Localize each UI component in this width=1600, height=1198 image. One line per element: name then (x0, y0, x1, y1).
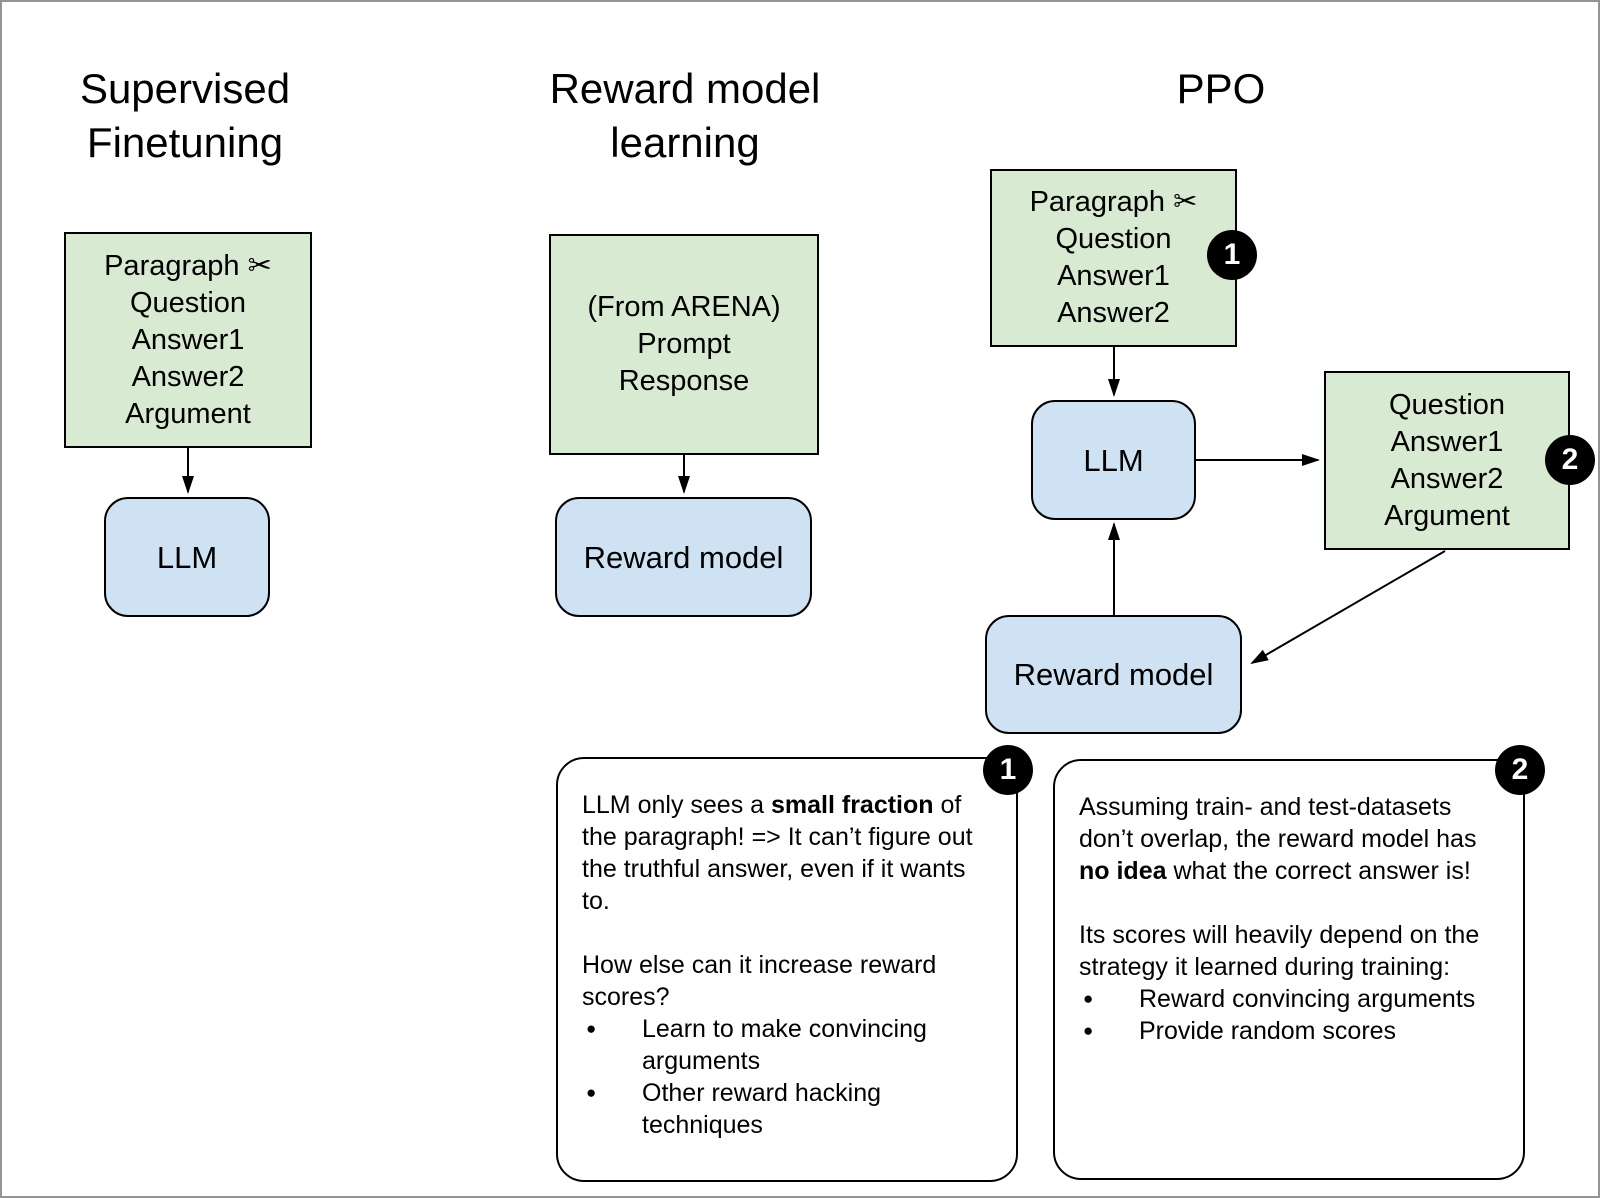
note2-bullet-1: ● Reward convincing arguments (1079, 983, 1503, 1015)
note2-badge-2: 2 (1495, 745, 1545, 795)
note2-paragraph-1: Assuming train- and test-datasets don’t … (1079, 791, 1503, 887)
ppo-input-box: Paragraph ✂ Question Answer1 Answer2 (990, 169, 1237, 347)
ppo-input-badge-1: 1 (1207, 230, 1257, 280)
bullet-icon: ● (586, 1083, 597, 1102)
note-box-1: LLM only sees a small fraction of the pa… (556, 757, 1018, 1182)
bullet-icon: ● (1083, 989, 1094, 1008)
ppo-reward-model-box: Reward model (985, 615, 1242, 734)
arrow-ppo-output-to-reward (1250, 550, 1446, 665)
note1-p1-text: LLM only sees a (582, 791, 771, 819)
note2-bullet-2-text: Provide random scores (1139, 1017, 1397, 1045)
note-box-2: Assuming train- and test-datasets don’t … (1053, 759, 1525, 1180)
note2-bullet-2: ● Provide random scores (1079, 1015, 1503, 1047)
sft-llm-box: LLM (104, 497, 270, 617)
rml-reward-model-box: Reward model (555, 497, 812, 617)
ppo-output-badge-2: 2 (1545, 435, 1595, 485)
note2-bullet-1-text: Reward convincing arguments (1139, 985, 1476, 1013)
note1-bullet-2: ● Other reward hacking techniques (582, 1077, 996, 1141)
note1-bullet-2-text: Other reward hacking techniques (642, 1079, 882, 1139)
title-ppo: PPO (1176, 65, 1266, 112)
sft-data-box: Paragraph ✂ Question Answer1 Answer2 Arg… (64, 232, 312, 448)
bullet-icon: ● (586, 1019, 597, 1038)
bullet-icon: ● (1083, 1021, 1094, 1040)
note2-paragraph-2: Its scores will heavily depend on the st… (1079, 921, 1480, 981)
ppo-output-box: Question Answer1 Answer2 Argument (1324, 371, 1570, 550)
rml-data-box: (From ARENA) Prompt Response (549, 234, 819, 455)
note2-p1-text-end: what the correct answer is! (1166, 857, 1471, 885)
note1-bullet-1-text: Learn to make convincing arguments (642, 1015, 927, 1075)
note2-p1-bold-text: no idea (1079, 857, 1167, 885)
note1-bullet-1: ● Learn to make convincing arguments (582, 1013, 996, 1077)
note1-p1-text-end: of the paragraph! => It can’t figure out… (582, 791, 973, 915)
title-supervised-finetuning: Supervised Finetuning (79, 65, 291, 166)
title-reward-model-learning: Reward model learning (549, 65, 821, 166)
ppo-llm-box: LLM (1031, 400, 1196, 520)
note1-p1-bold-text: small fraction (771, 791, 934, 819)
note2-p1-text: Assuming train- and test-datasets don’t … (1079, 793, 1477, 853)
note1-badge-1: 1 (983, 745, 1033, 795)
note1-paragraph-1: LLM only sees a small fraction of the pa… (582, 789, 996, 917)
note1-paragraph-2: How else can it increase reward scores? (582, 951, 937, 1011)
